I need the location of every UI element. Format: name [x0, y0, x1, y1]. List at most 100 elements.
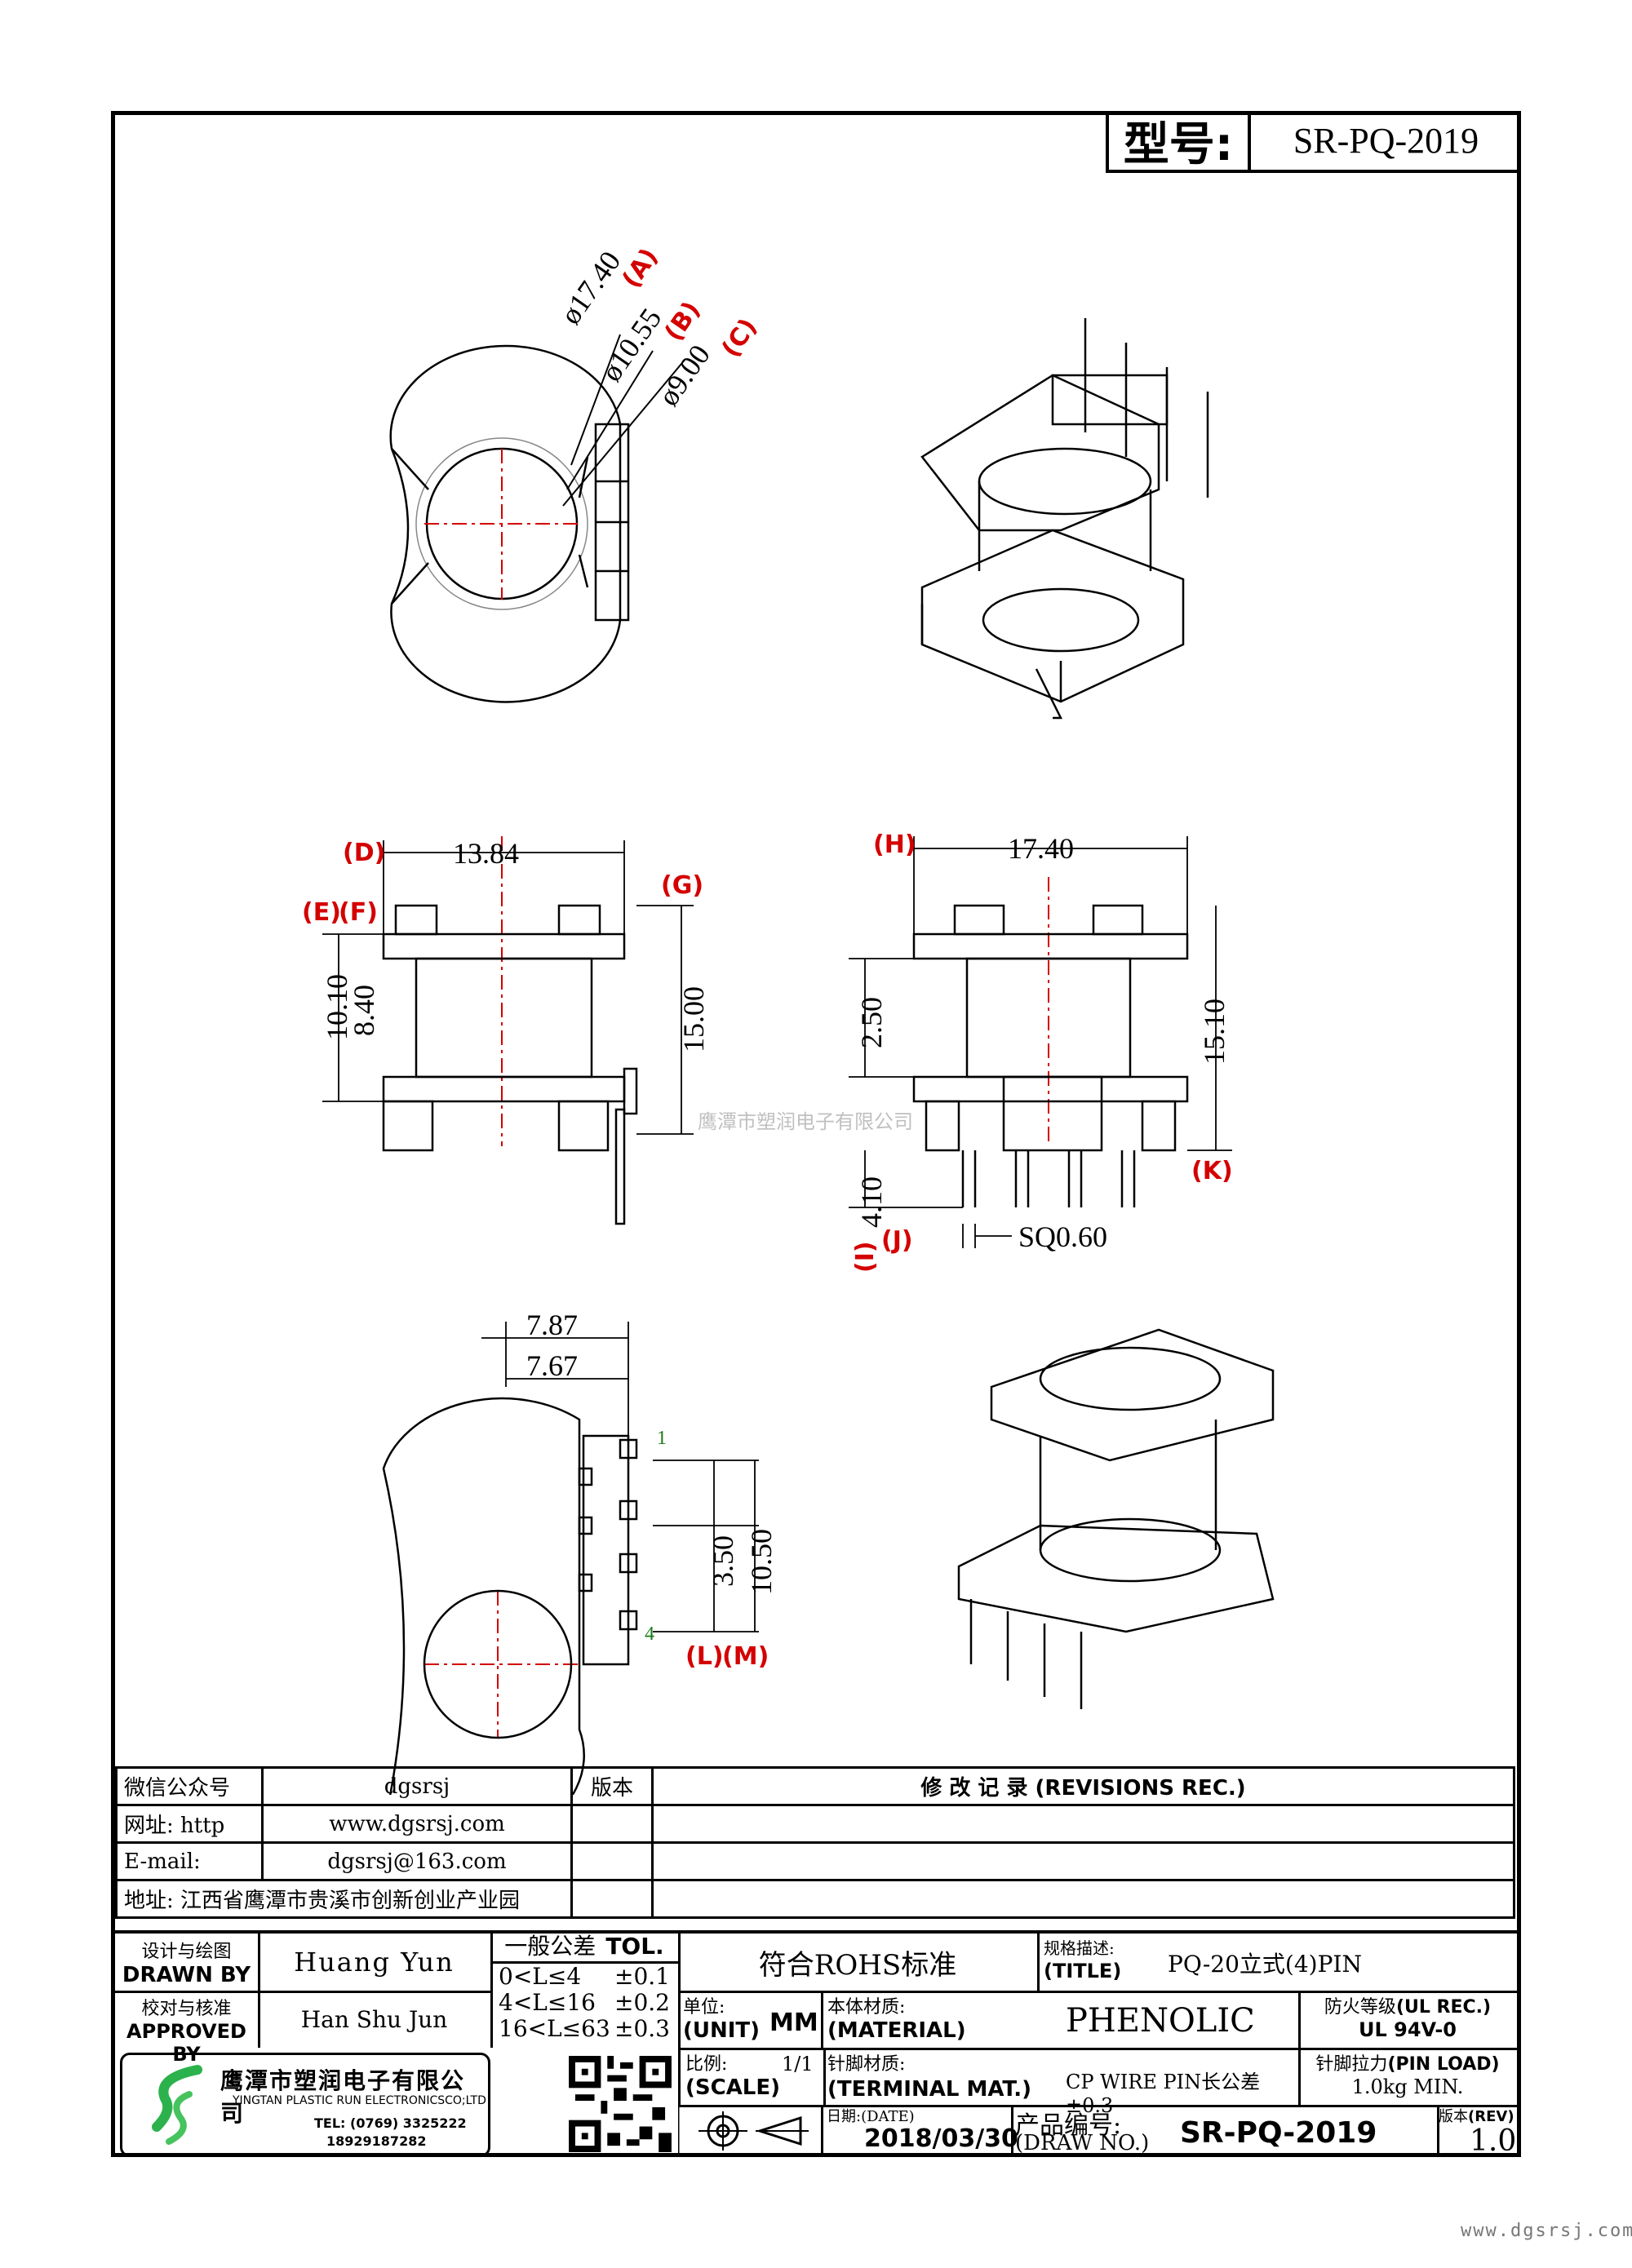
- web-value[interactable]: www.dgsrsj.com: [261, 1804, 573, 1844]
- designer: Huang Yun: [258, 1934, 493, 1993]
- tol2-val: ±0.2: [614, 1989, 670, 2016]
- drawing-frame: [111, 111, 1521, 2157]
- qr-code-icon: [569, 2056, 672, 2152]
- fire: UL 94V-0: [1358, 2018, 1457, 2041]
- label-k: (K): [1191, 1157, 1233, 1185]
- dim-10-50: 10.50: [745, 1529, 778, 1595]
- material-en: (MATERIAL): [827, 2018, 966, 2043]
- label-j: (J): [881, 1226, 913, 1255]
- drawno-cn: 产品编号:: [1015, 2111, 1122, 2140]
- spec-cn: 规格描述:: [1044, 1938, 1115, 1958]
- label-m: (M): [722, 1642, 769, 1671]
- tol1-range: 0<L≤4: [499, 1963, 582, 1990]
- company-logo-icon: [152, 2065, 202, 2145]
- side-view: [912, 904, 1189, 1207]
- web-label: 网址: http: [115, 1804, 264, 1844]
- rohs: 符合ROHS标准: [678, 1934, 1040, 1993]
- label-l: (L): [685, 1642, 724, 1671]
- designer-cn: 设计与绘图: [141, 1942, 232, 1962]
- company-en: YINGTAN PLASTIC RUN ELECTRONICSCO;LTD: [233, 2094, 486, 2107]
- technical-drawing: ø17.40 ø10.55 ø9.00 13.84 10.10 8.40 15.…: [302, 243, 1275, 1795]
- pinload: 1.0kg MIN.: [1351, 2075, 1464, 2098]
- label-i: (I): [851, 1241, 880, 1273]
- scale-en: (SCALE): [685, 2075, 781, 2100]
- model-value: SR-PQ-2019: [1293, 120, 1479, 161]
- dim-7-67: 7.67: [526, 1349, 578, 1382]
- isometric-view-lower: [957, 1328, 1275, 1709]
- rev: 1.0: [1470, 2124, 1517, 2158]
- isometric-view-upper: [920, 318, 1209, 720]
- tol3-range: 16<L≤63: [499, 2015, 610, 2042]
- watermark: 鹰潭市塑润电子有限公司: [698, 1110, 913, 1133]
- unit-en: (UNIT): [683, 2018, 761, 2043]
- pin-4-label: 4: [645, 1623, 654, 1645]
- fire-en: (UL REC.): [1395, 1997, 1492, 2018]
- unit-cn: 单位:: [683, 1997, 725, 2018]
- rev-en: (REV): [1468, 2108, 1514, 2125]
- tol1-val: ±0.1: [614, 1963, 670, 1990]
- wechat-value: dgsrsj: [261, 1766, 573, 1806]
- dim-8-40: 8.40: [348, 985, 380, 1036]
- dim-15-10: 15.10: [1198, 999, 1231, 1065]
- address: 地址: 江西省鹰潭市贵溪市创新创业产业园: [115, 1879, 573, 1919]
- pin-1-label: 1: [657, 1428, 667, 1449]
- spec-en: (TITLE): [1044, 1960, 1122, 1982]
- projection-symbol-icon: [678, 2106, 809, 2155]
- label-a: (A): [617, 243, 664, 294]
- tol-title-en: TOL.: [605, 1933, 664, 1960]
- date: 2018/03/30: [864, 2124, 1018, 2153]
- label-c: (C): [716, 313, 763, 363]
- top-view-upper: [389, 334, 686, 703]
- footer-site[interactable]: www.dgsrsj.com: [1461, 2221, 1632, 2241]
- model-box: 型号: SR-PQ-2019: [1106, 111, 1521, 173]
- terminal-cn: 针脚材质:: [827, 2054, 906, 2075]
- approver-cn: 校对与核准: [141, 1999, 232, 2019]
- dim-2-50: 2.50: [855, 997, 888, 1048]
- scale: 1/1: [782, 2053, 814, 2075]
- dim-17-40: 17.40: [1008, 832, 1074, 865]
- dim-13-84: 13.84: [453, 837, 519, 870]
- spec: PQ-20立式(4)PIN: [1168, 1951, 1362, 1978]
- scale-cn: 比例:: [685, 2054, 728, 2075]
- material-cn: 本体材质:: [827, 1997, 906, 2018]
- pinload-en: (PIN LOAD): [1387, 2054, 1500, 2075]
- pinload-cn: 针脚拉力: [1315, 2054, 1388, 2075]
- drawno: SR-PQ-2019: [1180, 2116, 1377, 2150]
- drawno-en: (DRAW NO.): [1015, 2131, 1150, 2155]
- title-block: 设计与绘图 DRAWN BY Huang Yun 校对与核准 APPROVED …: [115, 1930, 1517, 2158]
- company-block: 鹰潭市塑润电子有限公司 YINGTAN PLASTIC RUN ELECTRON…: [120, 2053, 490, 2157]
- wechat-label: 微信公众号: [115, 1766, 264, 1806]
- company-tel: TEL: (0769) 3325222: [314, 2115, 467, 2131]
- label-d: (D): [343, 839, 385, 867]
- model-label: 型号:: [1109, 111, 1251, 171]
- approver: Han Shu Jun: [258, 1991, 493, 2048]
- label-b: (B): [659, 296, 707, 346]
- fire-cn: 防火等级: [1324, 1997, 1396, 2018]
- tolerance-box: 一般公差 TOL. 0<L≤4 ±0.1 4<L≤16 ±0.2 16<L≤63±0…: [490, 1934, 681, 2048]
- material: PHENOLIC: [1066, 2002, 1255, 2040]
- dim-phi-b: ø10.55: [595, 303, 668, 388]
- terminal-en: (TERMINAL MAT.): [827, 2077, 1031, 2102]
- tol2-range: 4<L≤16: [499, 1989, 596, 2016]
- dim-phi-a: ø17.40: [554, 246, 628, 330]
- dim-4-10: 4.10: [855, 1176, 888, 1228]
- rev-cn: 版本: [1439, 2108, 1468, 2125]
- tol3-val: ±0.3: [614, 2015, 670, 2042]
- tol-title-cn: 一般公差: [504, 1933, 596, 1960]
- dim-phi-c: ø9.00: [652, 339, 716, 411]
- email-label: E-mail:: [115, 1841, 264, 1881]
- dim-7-87: 7.87: [526, 1309, 578, 1341]
- bottom-view: [382, 1397, 638, 1795]
- label-h: (H): [873, 831, 916, 859]
- terminal: CP WIRE PIN长公差±0.3: [1066, 2071, 1261, 2117]
- version-col: 版本: [570, 1766, 654, 1806]
- unit: MM: [769, 2009, 818, 2037]
- company-phone: 18929187282: [326, 2133, 427, 2149]
- dim-10-10: 10.10: [321, 974, 353, 1040]
- revisions-title: 修 改 记 录 (REVISIONS REC.): [651, 1766, 1515, 1806]
- designer-en: DRAWN BY: [122, 1963, 251, 1987]
- label-e: (E): [302, 898, 341, 927]
- front-view: [382, 904, 638, 1225]
- email-value[interactable]: dgsrsj@163.com: [261, 1841, 573, 1881]
- dim-3-50: 3.50: [707, 1535, 739, 1587]
